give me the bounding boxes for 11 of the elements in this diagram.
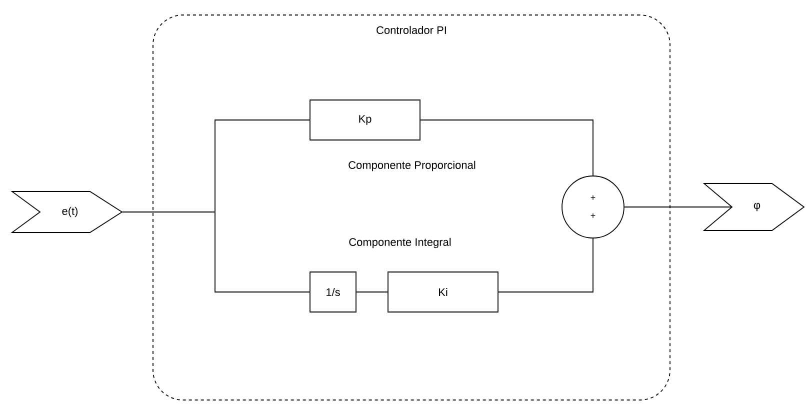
block-caption: Componente Integral [349,238,451,248]
chevron-terminal: e(t) [10,191,123,233]
chevron-terminal: φ [702,183,805,231]
connector-line [420,120,594,176]
block-caption: Componente Proporcional [348,160,476,172]
block-box: Kp [310,100,420,140]
block-box: 1/s [310,272,356,312]
connector-line [122,212,310,292]
connector-line [498,238,594,292]
block-box: Ki [388,272,498,312]
summing-junction: + + [562,176,624,238]
